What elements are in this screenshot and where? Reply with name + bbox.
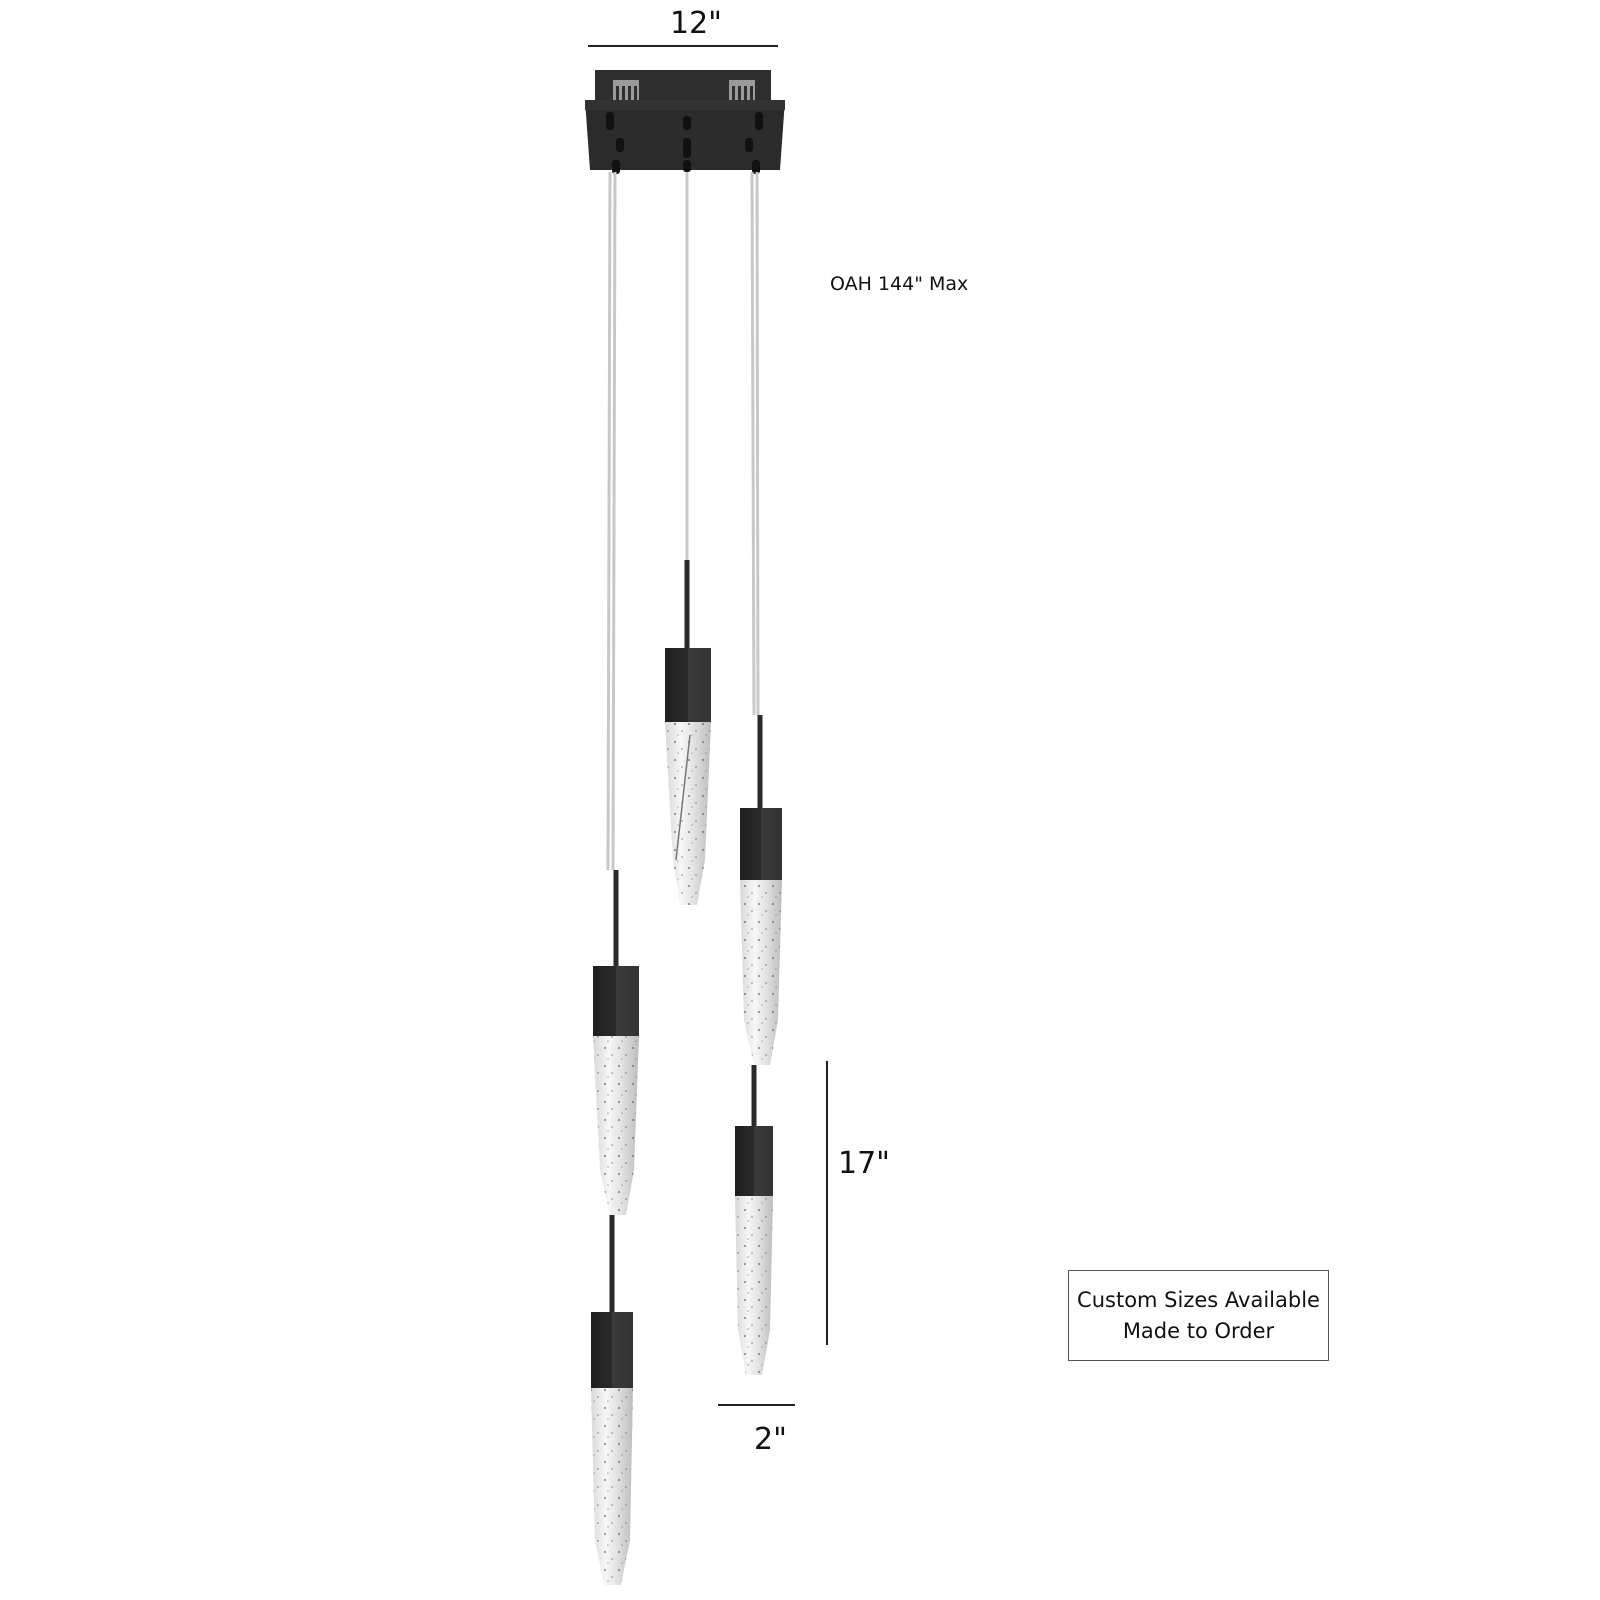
note-line-1: Custom Sizes Available <box>1077 1288 1320 1312</box>
pendant-width-dimension-line <box>718 1404 795 1406</box>
pendant-height-dimension-line <box>826 1061 828 1345</box>
pendant-1 <box>665 560 711 905</box>
canopy-width-dimension-line <box>588 45 778 47</box>
custom-sizes-note: Custom Sizes Available Made to Order <box>1068 1270 1329 1361</box>
canopy <box>585 70 785 174</box>
canopy-width-label: 12" <box>670 6 722 41</box>
suspension-cables <box>606 171 760 871</box>
pendant-2 <box>740 715 782 1065</box>
pendant-3 <box>593 870 639 1215</box>
pendant-4 <box>735 1065 773 1375</box>
pendant-width-label: 2" <box>754 1422 787 1457</box>
pendant-5 <box>591 1215 633 1585</box>
pendant-height-label: 17" <box>838 1146 890 1181</box>
overall-height-label: OAH 144" Max <box>830 273 969 295</box>
note-line-2: Made to Order <box>1122 1319 1275 1343</box>
